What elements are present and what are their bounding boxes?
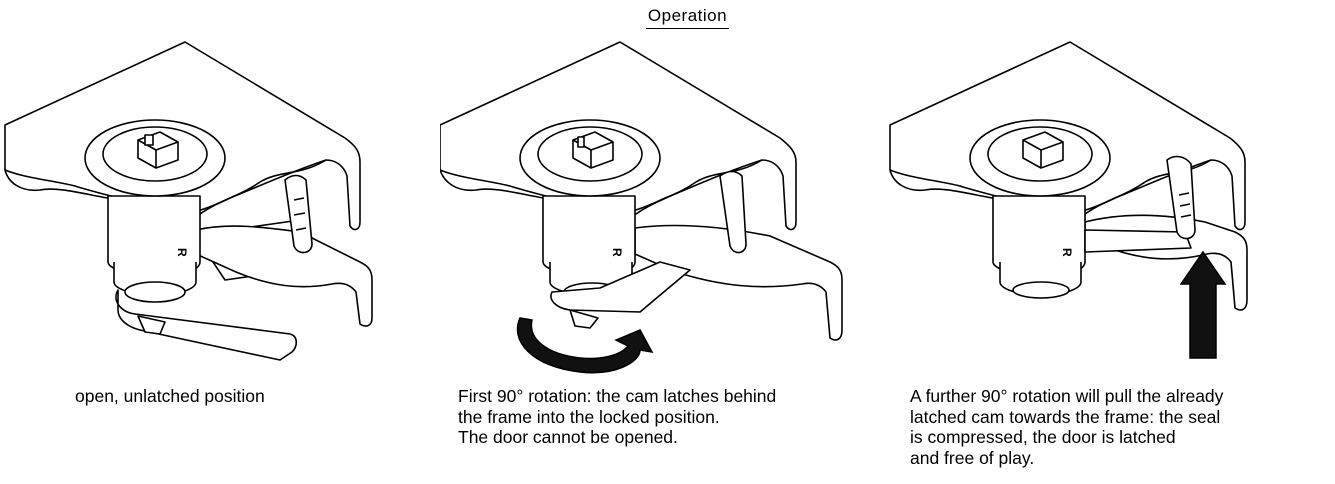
side-letter-mark: R [1060,248,1074,257]
cam [115,289,298,361]
panel-open: R open, unlatched position [0,0,445,484]
lock-illustration-open: R [4,41,373,361]
frame [1084,214,1248,311]
side-letter-mark: R [175,248,189,257]
caption-open: open, unlatched position [75,386,265,406]
side-letter-mark: R [610,248,624,257]
cam [1084,229,1192,253]
panel-compressed: R A further 90° rotation will pull the a… [885,0,1335,484]
frame [195,225,373,327]
panel-latched: R First 90° rotation: the cam latches be… [440,0,890,484]
caption-latched: First 90° rotation: the cam latches behi… [458,386,777,447]
lock-illustration-latched: R [440,41,843,374]
lock-illustration-compressed: R [889,41,1248,359]
rotation-arrow [516,317,654,374]
diagram-title: Operation [0,6,1335,29]
caption-compressed: A further 90° rotation will pull the alr… [910,386,1224,468]
cam [550,261,691,313]
upward-arrow [1179,250,1227,359]
